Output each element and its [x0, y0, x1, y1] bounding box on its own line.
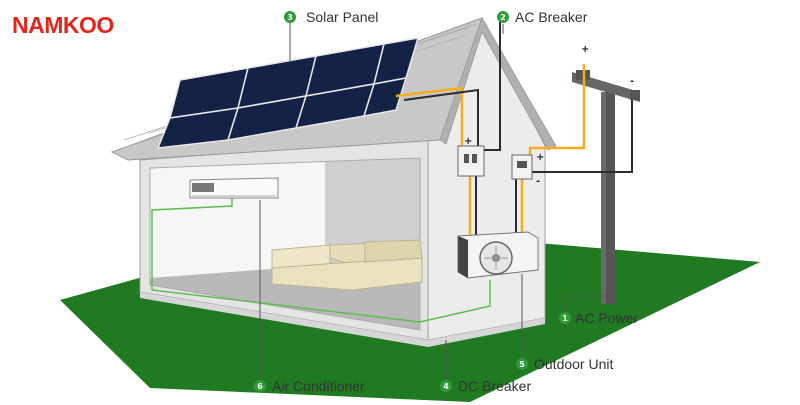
callout-air-conditioner: 6 Air Conditioner [254, 378, 365, 394]
dc-breaker-box [457, 145, 485, 177]
solar-panel-array [156, 37, 420, 149]
callout-leaders [259, 20, 608, 384]
bed [271, 239, 424, 291]
outdoor-ac-unit [457, 231, 539, 279]
callout-ac-power: 1 AC Power [559, 310, 638, 326]
callout-badge [497, 11, 509, 23]
polarity-minus-pole: - [630, 76, 634, 87]
ac-wiring [403, 22, 633, 236]
indoor-ac-unit [189, 177, 279, 199]
control-wiring [151, 198, 491, 323]
callout-solar-panel: 3 Solar Panel [284, 9, 378, 25]
callout-label: AC Breaker [515, 9, 588, 25]
callout-dc-breaker: 4 DC Breaker [440, 378, 531, 394]
svg-text:2: 2 [500, 13, 506, 22]
callout-label: Air Conditioner [272, 378, 365, 394]
callout-label: Solar Panel [306, 9, 378, 25]
svg-text:6: 6 [257, 382, 263, 391]
polarity-plus-dc: + [464, 136, 472, 147]
solar-panel [362, 77, 408, 117]
callout-badge [516, 358, 528, 370]
svg-text:4: 4 [443, 382, 449, 391]
callout-outdoor-unit: 5 Outdoor Unit [516, 356, 613, 372]
polarity-plus-pole: + [581, 44, 589, 55]
callout-badge [284, 11, 296, 23]
callout-label: Outdoor Unit [534, 356, 613, 372]
callout-badge [440, 380, 452, 392]
callout-label: DC Breaker [458, 378, 531, 394]
polarity-minus-ac: - [536, 176, 540, 187]
svg-text:5: 5 [519, 360, 525, 369]
utility-pole [572, 70, 640, 304]
callout-badge [559, 312, 571, 324]
callout-ac-breaker: 2 AC Breaker [497, 9, 588, 25]
brand-logo: NAMKOO [12, 12, 114, 38]
roof-eave [439, 17, 557, 151]
svg-text:3: 3 [287, 13, 293, 22]
polarity-plus-ac: + [536, 152, 544, 163]
callout-badge [254, 380, 266, 392]
callout-label: AC Power [575, 310, 638, 326]
interior-outline [149, 157, 421, 331]
ac-breaker-box [511, 154, 533, 180]
svg-text:1: 1 [562, 314, 568, 323]
